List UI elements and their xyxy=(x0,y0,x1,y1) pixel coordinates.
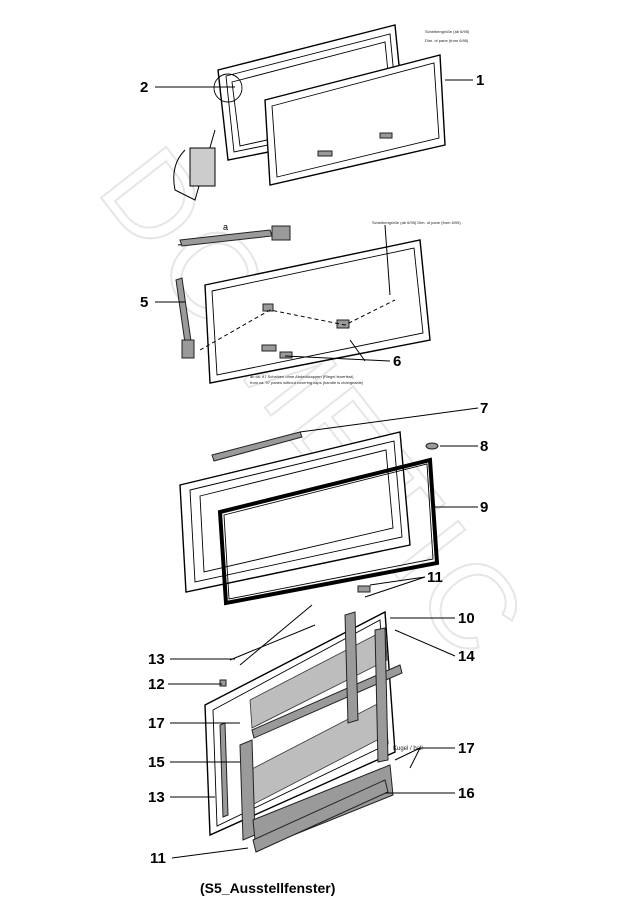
seal-detail xyxy=(189,147,216,187)
callout-15: 15 xyxy=(148,754,240,771)
callout-2: 2 xyxy=(140,79,235,96)
callout-14: 14 xyxy=(394,629,475,665)
svg-text:11: 11 xyxy=(150,850,166,867)
blind-frame-assembly: Kugel / ball xyxy=(204,585,423,853)
svg-text:14: 14 xyxy=(458,648,475,665)
screw-part-8 xyxy=(425,442,439,450)
cassette-part-11 xyxy=(252,779,389,853)
svg-text:1: 1 xyxy=(476,72,484,89)
callout-12: 12 xyxy=(148,676,222,693)
svg-text:ab ca. 97 Scheiben ohne Abdeck: ab ca. 97 Scheiben ohne Abdeckkappen (Ri… xyxy=(250,374,354,379)
svg-text:11: 11 xyxy=(427,569,443,586)
svg-text:10: 10 xyxy=(458,610,475,627)
svg-text:a: a xyxy=(223,222,228,232)
callout-11-top: 11 xyxy=(364,569,443,598)
callout-5: 5 xyxy=(140,294,185,311)
svg-text:Scheibengröße (ab 6/95) Dim. o: Scheibengröße (ab 6/95) Dim. of pane (fr… xyxy=(372,220,461,225)
svg-text:6: 6 xyxy=(393,353,401,370)
svg-text:17: 17 xyxy=(148,715,165,732)
svg-text:from ca. 97 panes without cove: from ca. 97 panes without covering caps … xyxy=(250,380,364,385)
callout-13-bottom: 13 xyxy=(148,789,215,806)
callout-7: 7 xyxy=(299,400,488,433)
svg-text:7: 7 xyxy=(480,400,488,417)
callout-8: 8 xyxy=(440,438,488,455)
callout-9: 9 xyxy=(435,499,488,516)
pleated-blind-part-15 xyxy=(239,739,256,841)
svg-text:Dim. of pane (from 6/95): Dim. of pane (from 6/95) xyxy=(425,38,469,43)
svg-text:13: 13 xyxy=(148,789,165,806)
svg-text:15: 15 xyxy=(148,754,165,771)
callout-11-bottom: 11 xyxy=(150,847,249,867)
svg-text:Scheibengröße (ab 6/95): Scheibengröße (ab 6/95) xyxy=(425,29,470,34)
svg-text:12: 12 xyxy=(148,676,165,693)
stay-arm-part-5: a xyxy=(175,222,291,359)
svg-text:13: 13 xyxy=(148,651,165,668)
svg-text:8: 8 xyxy=(480,438,488,455)
svg-text:Kugel / ball: Kugel / ball xyxy=(393,746,423,752)
callout-10: 10 xyxy=(390,610,475,627)
svg-text:5: 5 xyxy=(140,294,148,311)
frame-part-9 xyxy=(179,431,440,606)
svg-text:16: 16 xyxy=(458,785,475,802)
svg-text:9: 9 xyxy=(480,499,488,516)
callout-17-right: 17 xyxy=(394,740,475,769)
svg-text:17: 17 xyxy=(458,740,475,757)
callout-6: 6 xyxy=(284,339,401,370)
callout-16: 16 xyxy=(385,785,475,802)
pane-with-hardware: Scheibengröße (ab 6/95) Dim. of pane (fr… xyxy=(199,220,461,385)
callout-1: 1 xyxy=(445,72,484,89)
diagram-caption: (S5_Ausstellfenster) xyxy=(200,880,335,896)
callout-17-left: 17 xyxy=(148,715,240,732)
rail-part-7 xyxy=(211,431,303,462)
callout-13-top: 13 xyxy=(148,651,235,668)
pane-part-1: Scheibengröße (ab 6/95) Dim. of pane (fr… xyxy=(264,29,470,186)
svg-text:2: 2 xyxy=(140,79,148,96)
